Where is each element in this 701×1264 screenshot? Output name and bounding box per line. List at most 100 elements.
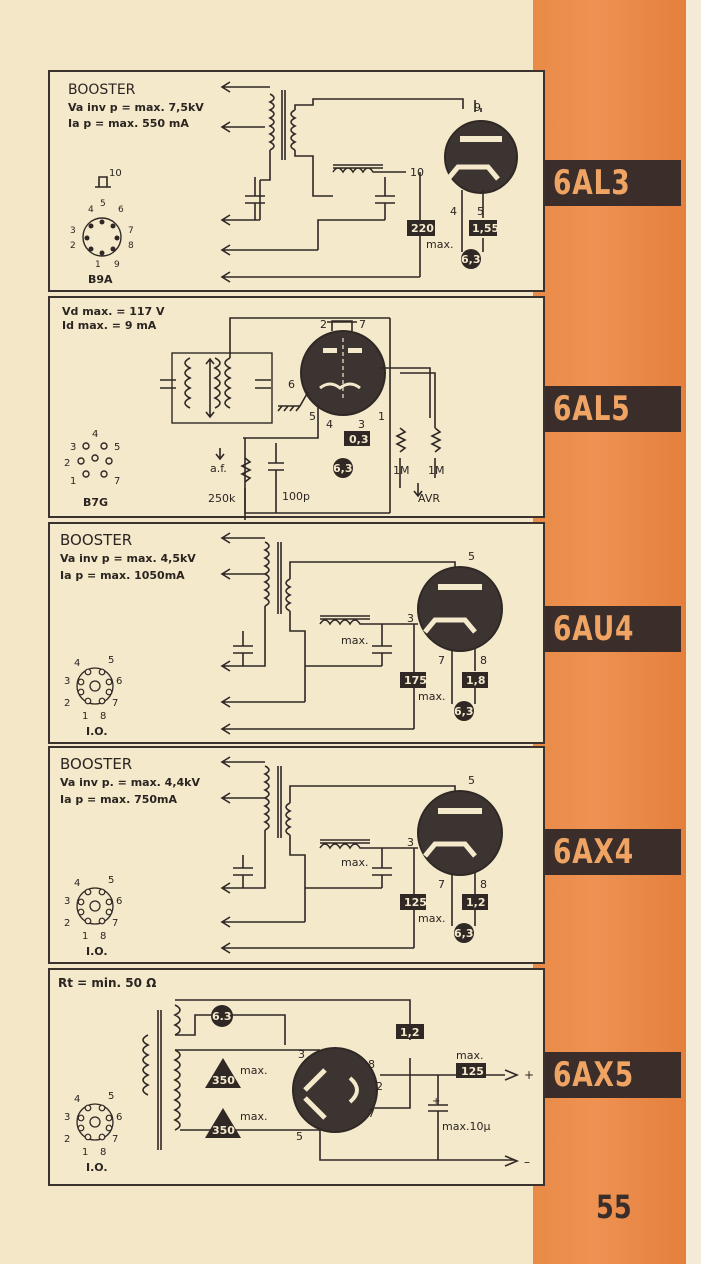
capacitor bbox=[305, 848, 392, 889]
value-label: 0,3 bbox=[349, 433, 369, 446]
pin-label: 5 bbox=[477, 205, 484, 218]
value-label: 1,8 bbox=[466, 674, 486, 687]
tube-envelope bbox=[417, 566, 503, 652]
anode bbox=[348, 348, 362, 353]
wiring bbox=[255, 561, 456, 702]
pin-number: 4 bbox=[74, 878, 80, 889]
tube-tab-6ax5[interactable]: 6AX5 bbox=[545, 1052, 681, 1098]
value-label: 350 bbox=[212, 1074, 235, 1087]
anode bbox=[438, 584, 482, 590]
schematic-6ax5: Rt = min. 50 Ω 4 5 6 7 8 1 2 3 I.O. bbox=[58, 976, 534, 1174]
pin-label: 7 bbox=[438, 878, 445, 891]
value-label: 220 bbox=[411, 222, 434, 235]
lead-wires bbox=[413, 848, 476, 948]
tube-tab-6al3[interactable]: 6AL3 bbox=[545, 160, 681, 206]
pin-number: 7 bbox=[128, 226, 134, 236]
value-box bbox=[462, 894, 488, 910]
pin-label: 3 bbox=[358, 418, 365, 431]
output-arrows bbox=[220, 756, 414, 954]
pin-label: 4 bbox=[450, 205, 457, 218]
pin-number: 7 bbox=[114, 476, 120, 487]
heater-voltage-badge bbox=[461, 249, 481, 269]
pin-number: 2 bbox=[64, 918, 70, 929]
pin-number: 6 bbox=[116, 1112, 122, 1123]
wiring bbox=[175, 999, 515, 1161]
pin-label: 3 bbox=[298, 1048, 305, 1061]
component-label: 1M bbox=[428, 464, 445, 477]
panel-heading: BOOSTER bbox=[68, 82, 136, 98]
value-label: 1,2 bbox=[466, 896, 486, 909]
transformer-primary bbox=[142, 1034, 150, 1096]
value-label: 6,3 bbox=[333, 462, 353, 475]
tube-panel-6ax5: Rt = min. 50 Ω 4 5 6 7 8 1 2 3 I.O. bbox=[48, 968, 545, 1186]
spec-line: Id max. = 9 mA bbox=[62, 319, 157, 332]
tube-envelope bbox=[444, 120, 518, 194]
lead-wires bbox=[413, 624, 476, 729]
value-label: 1,55 bbox=[472, 222, 499, 235]
value-label: 125 bbox=[404, 896, 427, 909]
value-label: 1,2 bbox=[400, 1026, 420, 1039]
spec-line: Ia p = max. 550 mA bbox=[68, 117, 189, 130]
tube-tab-6ax4[interactable]: 6AX4 bbox=[545, 829, 681, 875]
tube-panel-6ax4: BOOSTER Va inv p. = max. 4,4kV Ia p = ma… bbox=[48, 746, 545, 964]
value-box bbox=[344, 431, 370, 446]
pin-number: 5 bbox=[114, 442, 120, 453]
pin-number: 7 bbox=[112, 1134, 118, 1145]
pin-number: 5 bbox=[100, 199, 106, 209]
surge-resistor-symbol bbox=[205, 1058, 241, 1088]
pin-label: 5 bbox=[468, 550, 475, 563]
value-label: 6,3 bbox=[454, 705, 474, 718]
pin-number: 5 bbox=[108, 875, 114, 886]
pin-label: 2 bbox=[320, 318, 327, 331]
value-box bbox=[462, 672, 488, 688]
page-number: 55 bbox=[596, 1188, 632, 1226]
tube-tab-6au4[interactable]: 6AU4 bbox=[545, 606, 681, 652]
pin-label: 5 bbox=[468, 774, 475, 787]
schematic-6au4: BOOSTER Va inv p = max. 4,5kV Ia p = max… bbox=[60, 531, 503, 738]
pin-number: 3 bbox=[64, 1112, 70, 1123]
cathode bbox=[423, 841, 477, 858]
socket-b7g bbox=[77, 442, 113, 478]
pin-number: 4 bbox=[92, 429, 98, 440]
value-box bbox=[396, 1024, 424, 1039]
component-label: a.f. bbox=[210, 462, 227, 475]
choke-label: max. bbox=[341, 634, 368, 647]
pin-number: 6 bbox=[116, 896, 122, 907]
heater-voltage-badge bbox=[454, 923, 474, 943]
capacitor bbox=[305, 624, 392, 667]
wiring bbox=[259, 86, 464, 220]
schematic-6al3: BOOSTER Va inv p = max. 7,5kV Ia p = max… bbox=[68, 81, 518, 286]
top-cap-symbol bbox=[95, 176, 111, 188]
spec-line: Rt = min. 50 Ω bbox=[58, 976, 156, 990]
component-label: max. bbox=[456, 1049, 483, 1062]
cathode bbox=[446, 164, 500, 181]
coupling-capacitor bbox=[327, 320, 357, 331]
pin-label: 5 bbox=[296, 1130, 303, 1143]
value-box bbox=[407, 220, 435, 236]
load-resistors bbox=[380, 318, 442, 513]
pin-number: 8 bbox=[100, 931, 106, 942]
tube-tab-6al5[interactable]: 6AL5 bbox=[545, 386, 681, 432]
pin-number: 3 bbox=[64, 676, 70, 687]
pin-number: 1 bbox=[70, 476, 76, 487]
component-label: 250k bbox=[208, 492, 236, 505]
output-arrows bbox=[504, 1069, 520, 1167]
max-label: max. bbox=[418, 912, 445, 925]
value-label: 350 bbox=[212, 1124, 235, 1137]
value-label: 6.3 bbox=[212, 1010, 232, 1023]
transformer-primary bbox=[263, 541, 270, 607]
spec-line: Va inv p = max. 4,5kV bbox=[60, 552, 196, 565]
pin-number: 5 bbox=[108, 1091, 114, 1102]
transformer-core bbox=[157, 1010, 162, 1150]
tube-envelope bbox=[292, 1047, 378, 1133]
pin-label: 6 bbox=[288, 378, 295, 391]
pin-label: 7 bbox=[368, 1107, 375, 1120]
anodes bbox=[303, 1068, 327, 1120]
spec-line: Ia p = max. 1050mA bbox=[60, 569, 185, 582]
schematic-6ax4: BOOSTER Va inv p. = max. 4,4kV Ia p = ma… bbox=[60, 755, 503, 958]
cathode bbox=[423, 617, 477, 634]
component-label: max.10μ bbox=[442, 1120, 490, 1133]
heater-voltage-badge bbox=[333, 458, 353, 478]
component-label: – bbox=[524, 1155, 530, 1169]
transformer-primary bbox=[263, 765, 270, 831]
